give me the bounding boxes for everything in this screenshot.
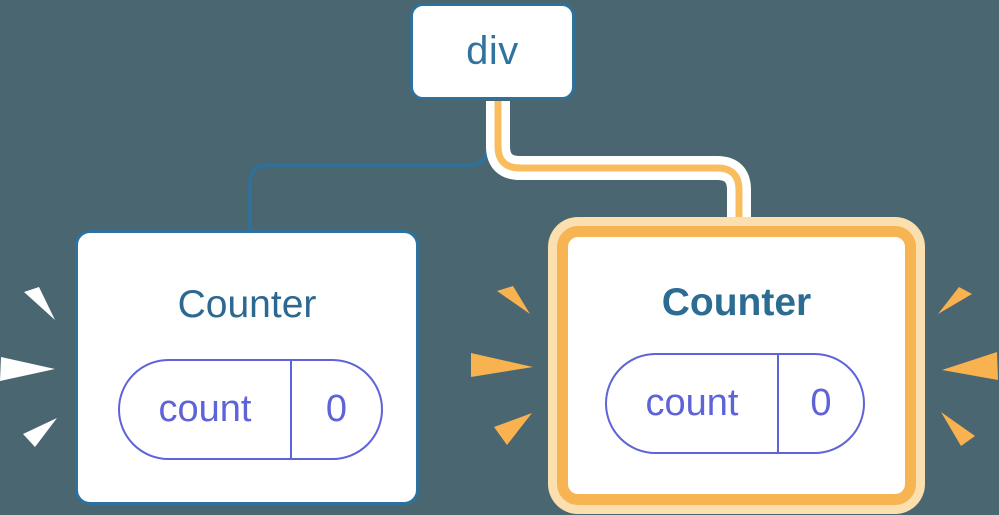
state-key-label: count — [158, 388, 252, 430]
counter-title: Counter — [661, 281, 812, 324]
state-key-cell: count — [120, 361, 292, 458]
spark-icon — [23, 418, 57, 447]
root-node-label: div — [466, 29, 519, 73]
tree-root-node: div — [410, 3, 575, 100]
spark-icon — [0, 357, 55, 381]
state-value-cell: 0 — [779, 355, 863, 452]
state-value: 0 — [325, 388, 348, 430]
state-key-label: count — [645, 382, 739, 424]
state-pill: count 0 — [118, 359, 383, 460]
spark-icon — [497, 286, 530, 314]
state-value-cell: 0 — [292, 361, 381, 458]
spark-icon — [471, 353, 533, 377]
state-key-cell: count — [607, 355, 779, 452]
connector-right — [494, 101, 743, 228]
counter-card-right-highlighted: Counter count 0 — [548, 217, 925, 514]
spark-icon — [938, 287, 972, 314]
counter-title: Counter — [177, 283, 317, 326]
counter-card-left: Counter count 0 — [75, 230, 419, 505]
spark-icon — [24, 287, 55, 320]
spark-icon — [494, 413, 532, 445]
connector-left — [248, 101, 489, 231]
state-pill: count 0 — [605, 353, 865, 454]
spark-icon — [942, 352, 998, 380]
state-value: 0 — [810, 382, 832, 424]
spark-icon — [941, 412, 975, 446]
